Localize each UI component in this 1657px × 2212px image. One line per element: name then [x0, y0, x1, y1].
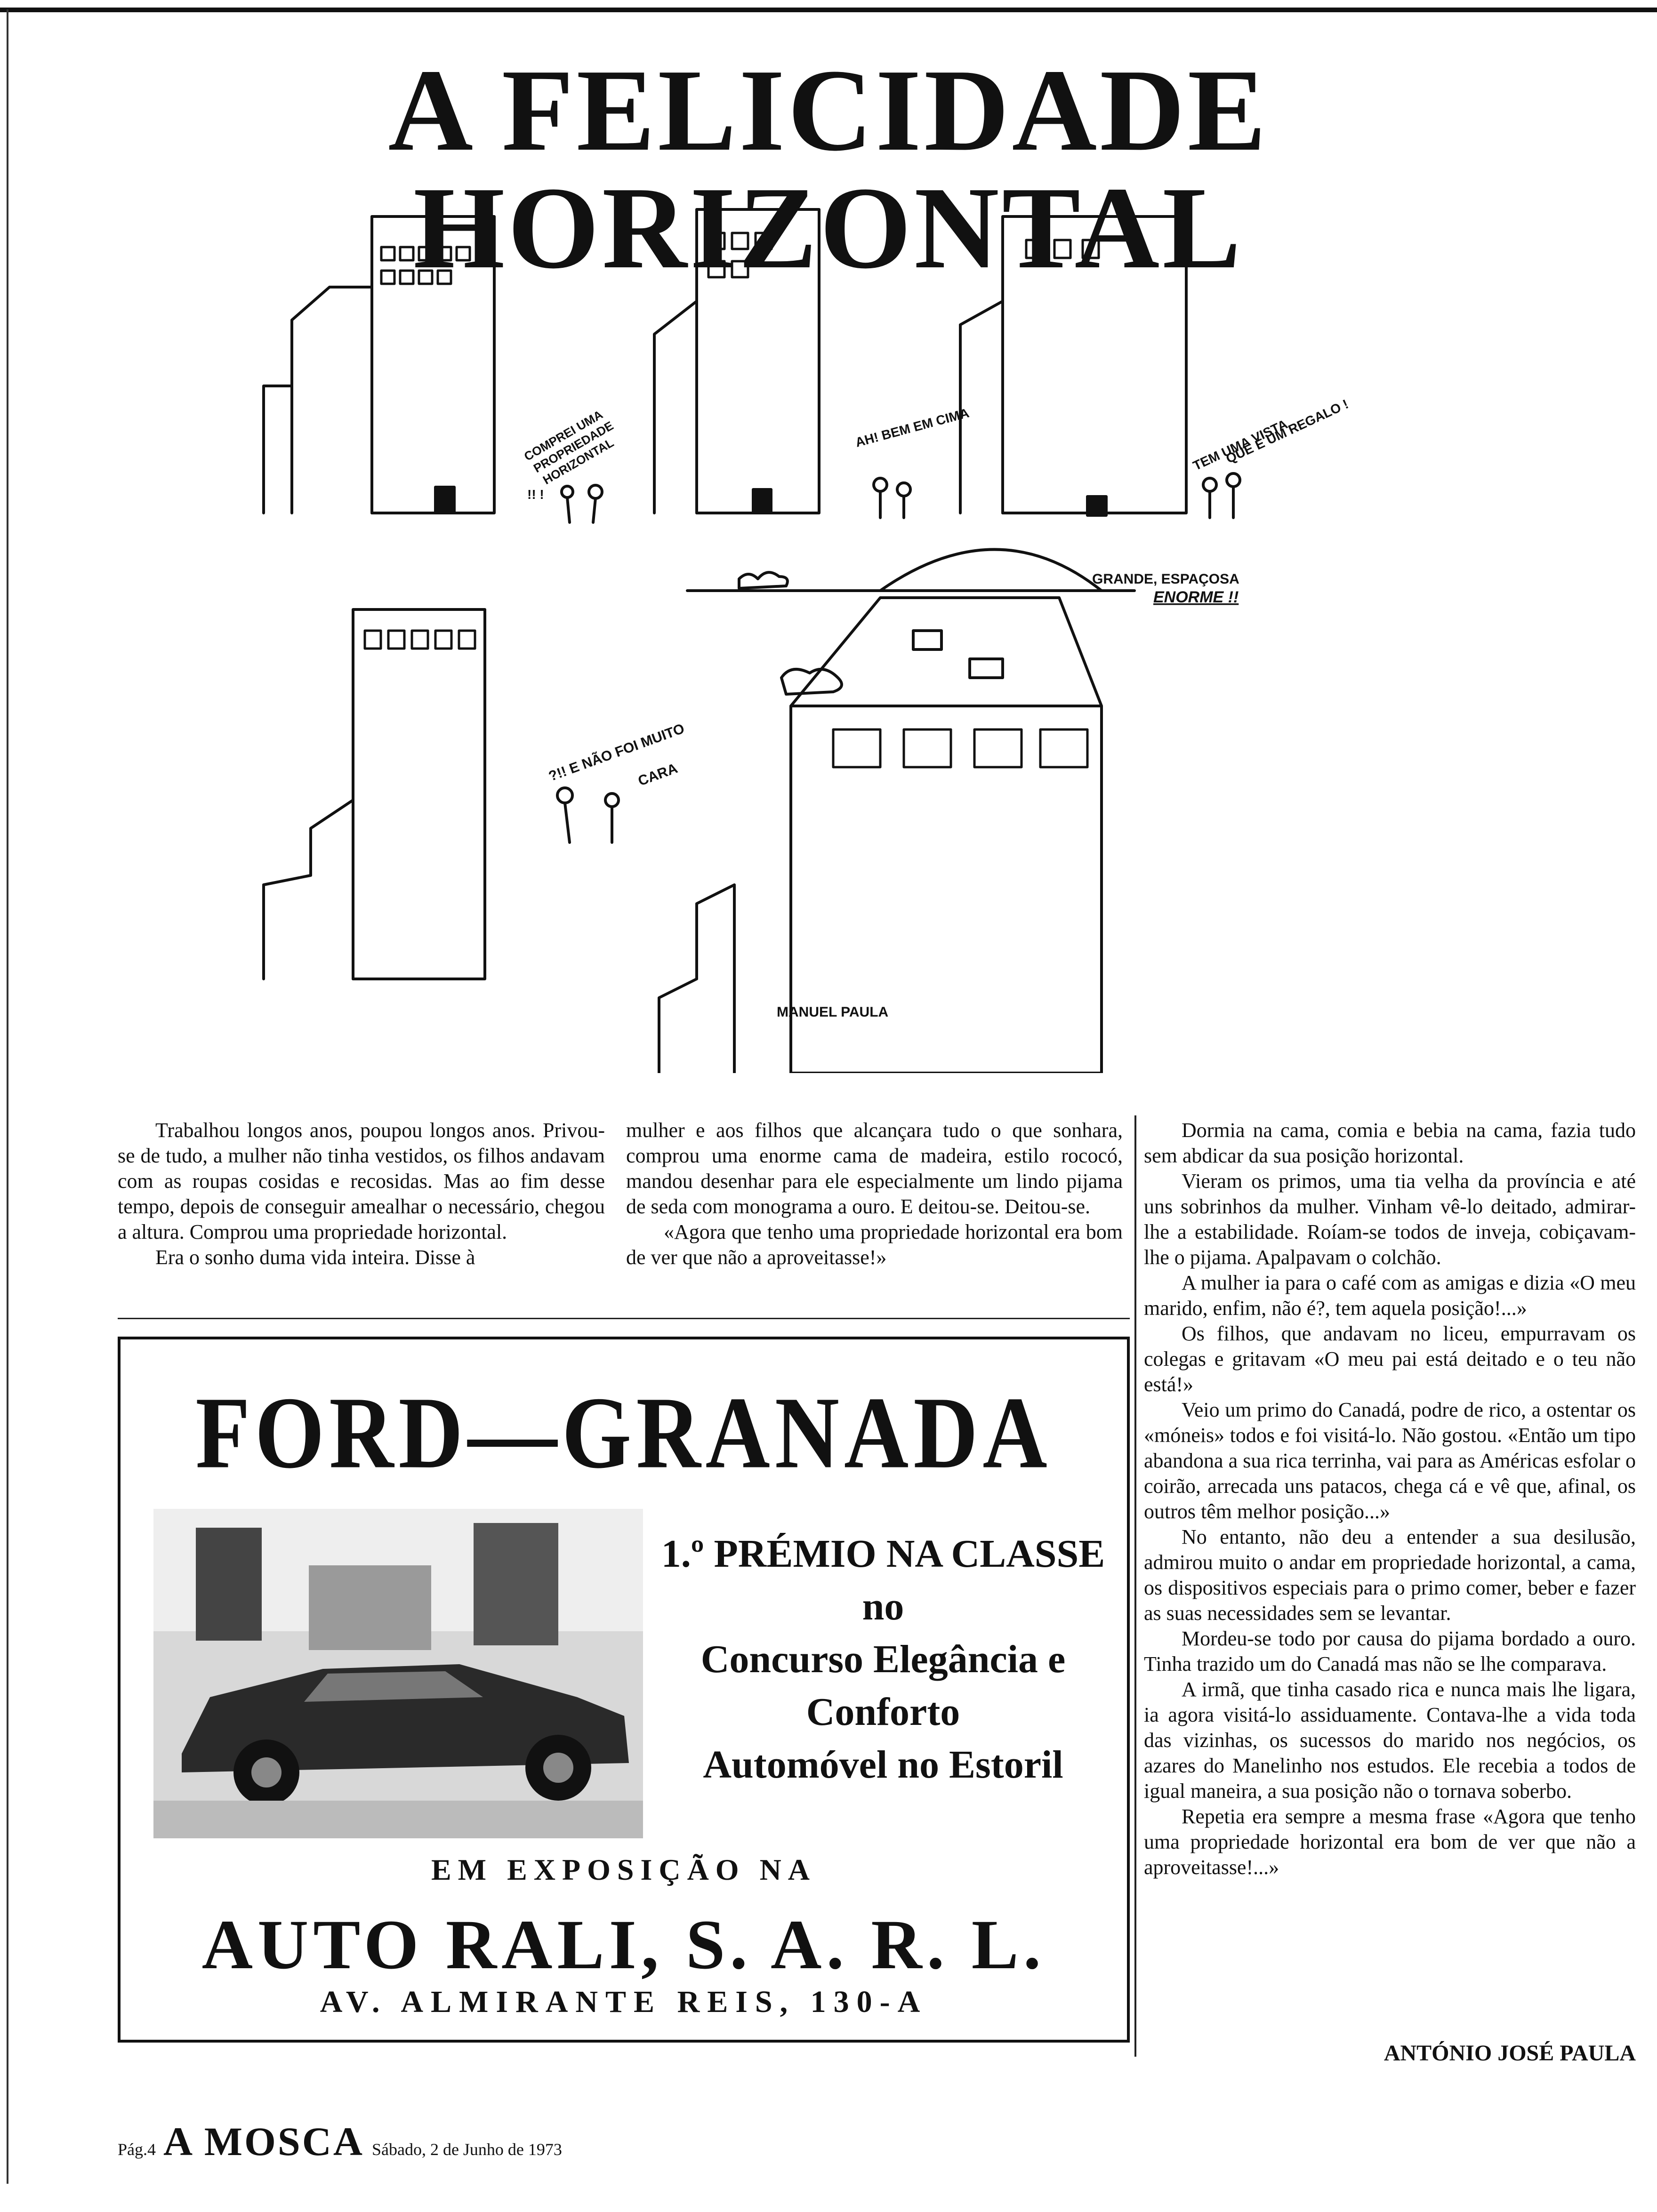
car-photo: [153, 1509, 643, 1838]
prize-line: Automóvel no Estoril: [703, 1743, 1063, 1787]
paragraph: Era o sonho duma vida inteira. Disse à: [155, 1246, 475, 1269]
ad-dealer: AUTO RALI, S. A. R. L.: [201, 1906, 1046, 1984]
speech-4a: GRANDE, ESPAÇOSA: [1092, 571, 1239, 587]
speech-3b: QUE É UM REGALO !: [1223, 397, 1351, 466]
speech-5b: CARA: [636, 761, 680, 789]
ad-prize-text: 1.º PRÉMIO NA CLASSE no Concurso Elegânc…: [652, 1528, 1114, 1791]
column-divider: [1134, 1115, 1136, 2057]
paragraph: A irmã, que tinha casado rica e nunca ma…: [1144, 1678, 1636, 1803]
cartoon-illustration: COMPREI UMA PROPRIEDADE HORIZONTAL !! ! …: [262, 208, 1351, 1073]
panel-2: AH! BEM EM CIMA: [653, 208, 971, 519]
left-margin-rule: [7, 9, 8, 2184]
panel-1: COMPREI UMA PROPRIEDADE HORIZONTAL !! !: [262, 215, 616, 524]
panel-4: ?!! E NÃO FOI MUITO CARA: [262, 608, 686, 980]
prize-line: no: [862, 1585, 904, 1628]
page-footer: Pág.4 A MOSCA Sábado, 2 de Junho de 1973: [118, 2118, 824, 2164]
speech-1-exclaim: !! !: [527, 487, 544, 502]
article-column-2: mulher e aos filhos que alcançara tudo o…: [626, 1118, 1123, 1270]
article-column-1: Trabalhou longos anos, poupou longos ano…: [118, 1118, 605, 1270]
paragraph: Vieram os primos, uma tia velha da proví…: [1144, 1170, 1636, 1269]
cartoonist-signature: MANUEL PAULA: [777, 1004, 888, 1020]
prize-line: Concurso Elegância e Conforto: [700, 1637, 1066, 1734]
panel-3: TEM UMA VISTA QUE É UM REGALO !: [959, 215, 1351, 519]
ad-title: FORD—GRANADA: [195, 1376, 1052, 1490]
masthead: A MOSCA: [163, 2119, 364, 2164]
paragraph: «Agora que tenho uma propriedade horizon…: [626, 1220, 1123, 1269]
paragraph: Os filhos, que andavam no liceu, empurra…: [1144, 1322, 1636, 1396]
issue-date: Sábado, 2 de Junho de 1973: [371, 2140, 562, 2159]
section-rule: [118, 1318, 1130, 1319]
paragraph: mulher e aos filhos que alcançara tudo o…: [626, 1119, 1123, 1218]
top-rule: [0, 8, 1657, 12]
panel-5: MANUEL PAULA: [658, 596, 1103, 1073]
paragraph: A mulher ia para o café com as amigas e …: [1144, 1271, 1636, 1320]
paragraph: Dormia na cama, comia e bebia na cama, f…: [1144, 1119, 1636, 1167]
paragraph: Veio um primo do Canadá, podre de rico, …: [1144, 1398, 1636, 1523]
speech-4b: ENORME !!: [1153, 588, 1239, 606]
prize-line: 1.º PRÉMIO NA CLASSE: [661, 1532, 1105, 1576]
paragraph: Repetia era sempre a mesma frase «Agora …: [1144, 1805, 1636, 1879]
page-number: Pág.4: [118, 2140, 156, 2159]
paragraph: Trabalhou longos anos, poupou longos ano…: [118, 1119, 605, 1243]
speech-2: AH! BEM EM CIMA: [854, 405, 971, 449]
ad-exposicao: EM EXPOSIÇÃO NA: [431, 1853, 817, 1886]
article-headline: A FELICIDADE HORIZONTAL: [388, 45, 1269, 293]
paragraph: Mordeu-se todo por causa do pijama borda…: [1144, 1627, 1636, 1675]
article-author: ANTÓNIO JOSÉ PAULA: [1384, 2041, 1636, 2066]
paragraph: No entanto, não deu a entender a sua des…: [1144, 1525, 1636, 1625]
panel-rooftop: GRANDE, ESPAÇOSA ENORME !!: [686, 548, 1239, 606]
ad-address: AV. ALMIRANTE REIS, 130-A: [320, 1985, 928, 2019]
ford-granada-advertisement: FORD—GRANADA 1.º PRÉMIO NA CLASSE no Con…: [118, 1337, 1130, 2043]
article-column-3: Dormia na cama, comia e bebia na cama, f…: [1144, 1118, 1636, 1880]
